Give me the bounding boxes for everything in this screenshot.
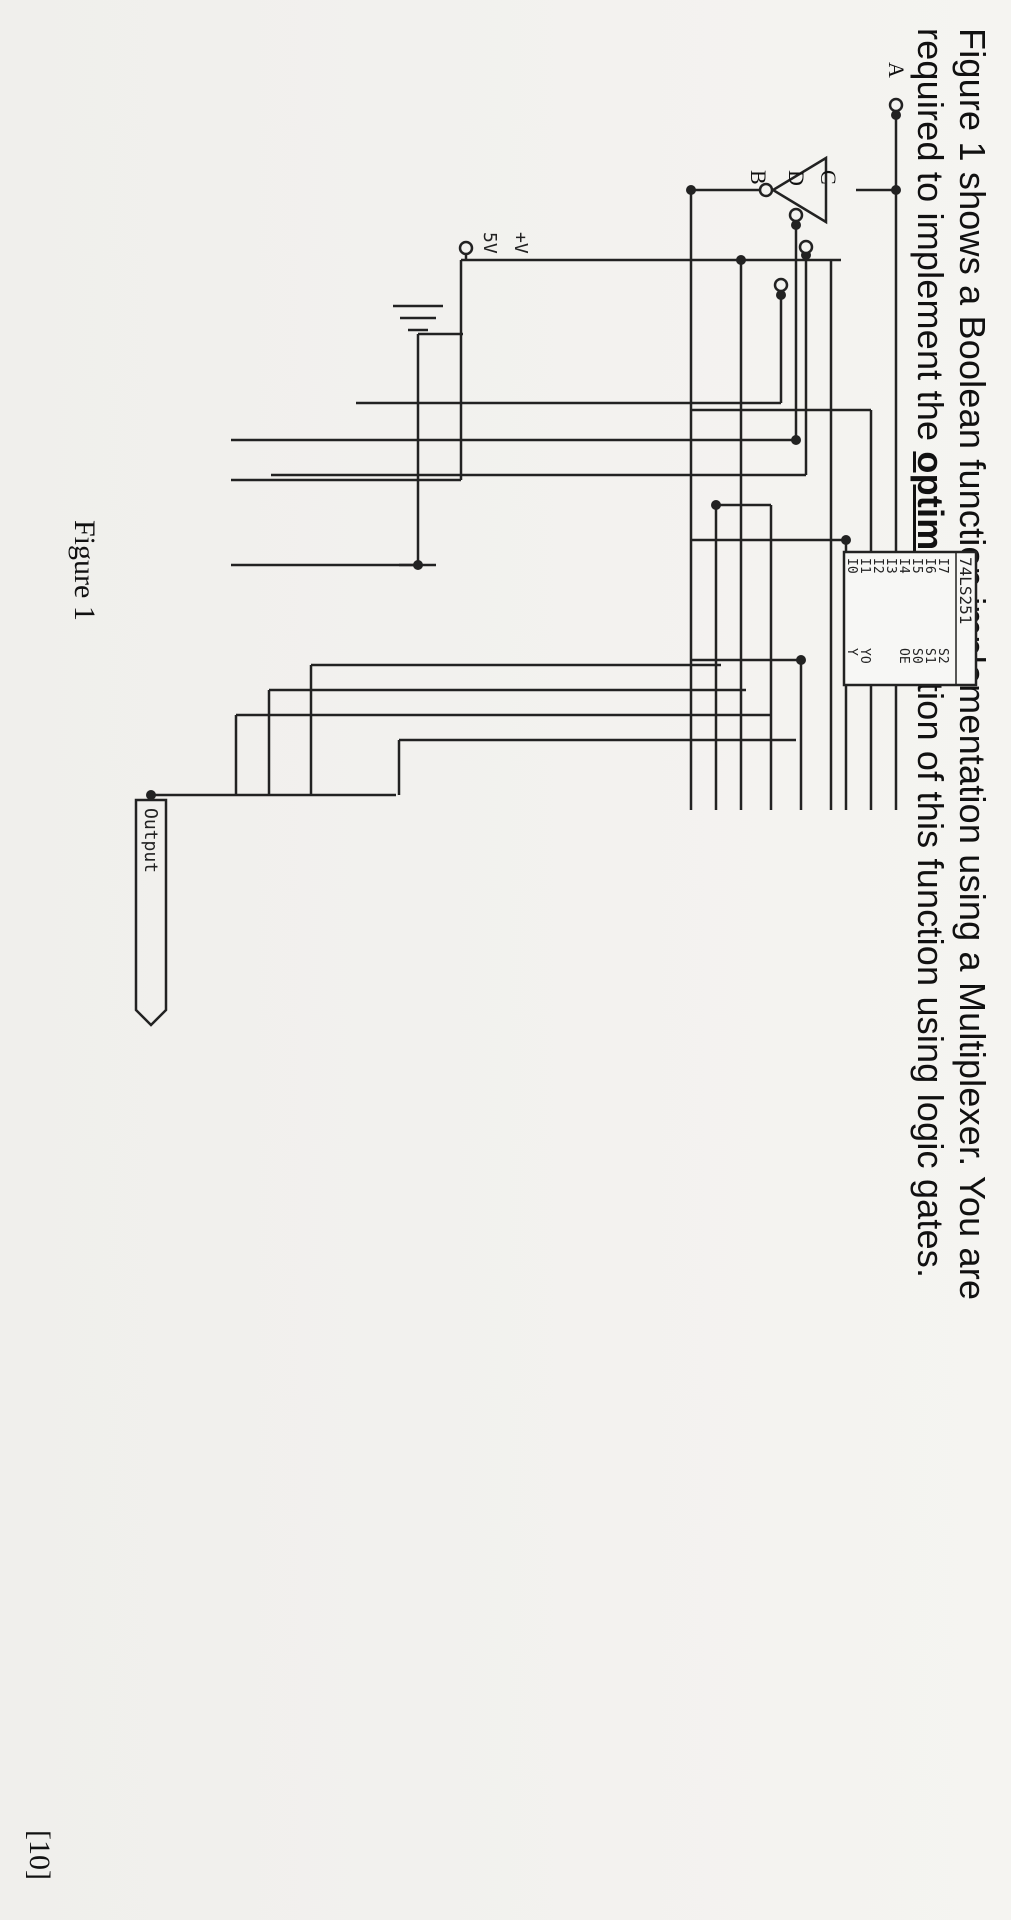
- not-gate: [758, 155, 828, 225]
- chip-pin-s2: S2: [935, 648, 950, 664]
- chip-pin-i1: I1: [857, 558, 872, 574]
- output-label-box: Output: [134, 798, 168, 1027]
- chip-pin-oe: OE: [896, 648, 911, 664]
- chip-pin-i3: I3: [883, 558, 898, 574]
- terminal-a: [888, 97, 904, 113]
- chip-pin-i4: I4: [896, 558, 911, 574]
- terminal-vplus: [458, 240, 474, 256]
- label-c: C: [816, 170, 841, 185]
- label-a: A: [884, 62, 909, 78]
- terminal-c: [798, 239, 814, 255]
- chip-pin-i0: I0: [844, 558, 859, 574]
- chip-pin-y: Y: [844, 648, 859, 656]
- ground-symbol: [393, 304, 443, 332]
- label-5v: 5V: [479, 232, 500, 254]
- mux-chip: [842, 550, 978, 687]
- chip-name: 74LS251: [956, 557, 975, 624]
- terminal-d: [788, 207, 804, 223]
- chip-pin-yo: YO: [857, 648, 872, 664]
- chip-pin-s0: S0: [909, 648, 924, 664]
- chip-pin-i7: I7: [935, 558, 950, 574]
- chip-pin-i5: I5: [909, 558, 924, 574]
- label-d: D: [784, 170, 809, 186]
- chip-pin-i2: I2: [870, 558, 885, 574]
- label-plus-v: +V: [510, 232, 531, 254]
- label-b: B: [746, 170, 771, 185]
- input-terminals: [458, 97, 904, 293]
- terminal-b: [773, 277, 789, 293]
- chip-pin-s1: S1: [922, 648, 937, 664]
- wires: [149, 115, 898, 810]
- output-label: Output: [140, 808, 161, 873]
- chip-pin-i6: I6: [922, 558, 937, 574]
- junction-dots: [146, 110, 901, 800]
